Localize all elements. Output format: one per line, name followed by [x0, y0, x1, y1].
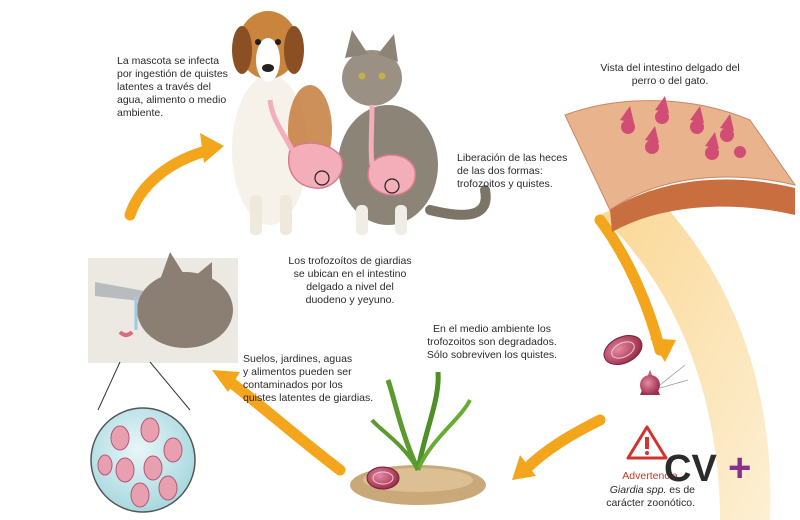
arrow-to-environment: [594, 214, 666, 356]
background-swoop: [600, 190, 771, 520]
step-release-text: Liberación de las heces de las dos forma…: [457, 152, 568, 190]
warning-title: Advertencia: [622, 470, 678, 482]
arrowhead-pets: [200, 133, 224, 163]
intestine-section-icon: [564, 96, 797, 232]
warning-text-line1: es de: [666, 484, 695, 496]
arrowhead-soil: [512, 455, 536, 480]
cycle-arrows: [124, 144, 666, 476]
warning-triangle-icon: [626, 425, 668, 460]
dog-icon: [232, 11, 332, 235]
drinking-cat-icon: [88, 252, 238, 363]
step-infection-text: La mascota se infecta por ingestión de q…: [117, 55, 228, 119]
arrowhead-contamination: [212, 370, 240, 392]
arrowhead-environment: [650, 338, 676, 362]
magnifier-icon: [90, 361, 196, 513]
intestine-icon: [267, 99, 416, 196]
logo-plus: +: [728, 448, 751, 488]
arrow-to-contamination: [219, 372, 346, 476]
step-environment-text: En el medio ambiente los trofozoitos son…: [426, 323, 558, 361]
step-intestine-view-text: Vista del intestino delgado del perro o …: [600, 62, 740, 87]
arrow-to-pets: [124, 144, 216, 221]
warning-text-line2: carácter zoonótico.: [606, 497, 695, 509]
logo-text: CV: [664, 448, 717, 488]
step-location-text: Los trofozoítos de giardias se ubican en…: [288, 255, 412, 306]
cyst-icon: [366, 334, 689, 490]
arrow-to-soil: [519, 414, 606, 476]
cv-plus-logo: CV +: [664, 448, 751, 488]
arrow-heads: [200, 133, 676, 480]
warning-italic-species: Giardia spp.: [609, 484, 667, 496]
cat-icon: [338, 30, 491, 235]
step-contamination-text: Suelos, jardines, aguas y alimentos pued…: [243, 353, 374, 404]
